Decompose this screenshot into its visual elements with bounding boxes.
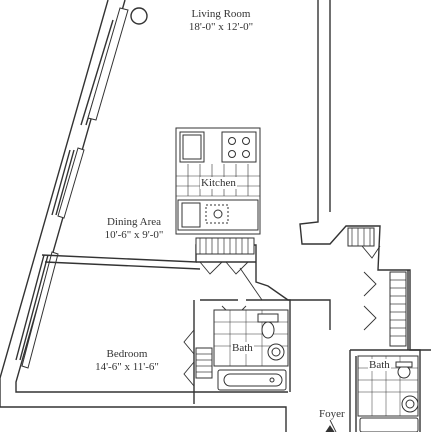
living-room-right-wall	[299, 0, 431, 351]
bath-1-label: Bath	[231, 342, 254, 354]
bedroom-label: Bedroom 14'-6" x 11'-6"	[86, 348, 168, 374]
kitchen-label: Kitchen	[200, 177, 237, 189]
dining-area-name: Dining Area	[106, 216, 162, 228]
bedroom-name: Bedroom	[106, 348, 148, 360]
living-room-name: Living Room	[191, 8, 251, 20]
foyer-label: Foyer	[318, 408, 346, 420]
window-frames	[21, 7, 129, 369]
dining-area-dims: 10'-6" x 9'-0"	[104, 229, 164, 241]
interior-walls	[41, 244, 421, 432]
living-room-dims: 18'-0" x 12'-0"	[188, 21, 254, 33]
dining-area-label: Dining Area 10'-6" x 9'-0"	[92, 216, 176, 242]
foyer-entry	[325, 425, 335, 432]
column	[130, 7, 148, 25]
living-room-label: Living Room 18'-0" x 12'-0"	[176, 8, 266, 34]
closets	[195, 227, 407, 379]
bath-2-label: Bath	[368, 359, 391, 371]
bath-1	[213, 309, 289, 391]
bedroom-dims: 14'-6" x 11'-6"	[95, 361, 159, 373]
